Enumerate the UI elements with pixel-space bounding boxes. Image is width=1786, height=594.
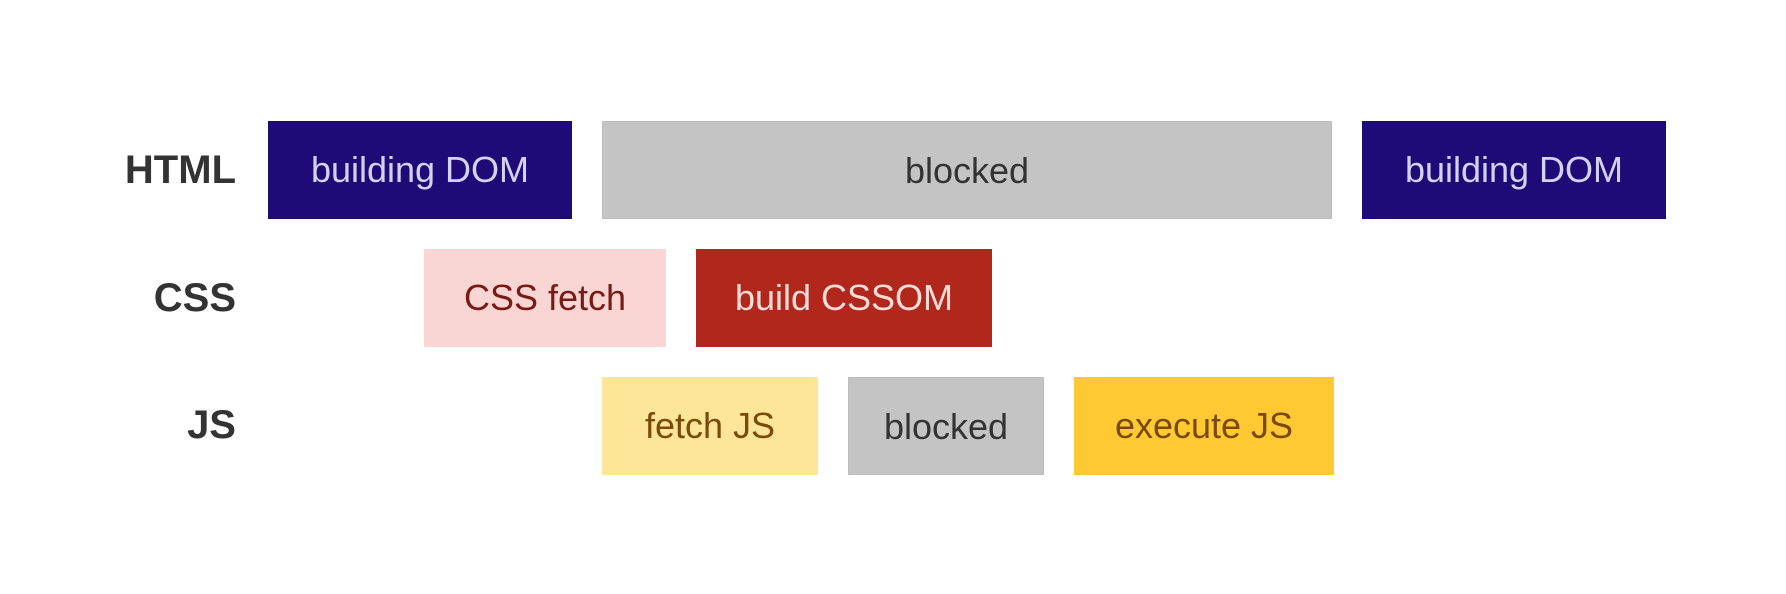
- js-blocked-bar: blocked: [848, 377, 1044, 475]
- js-execute-bar: execute JS: [1074, 377, 1334, 475]
- css-build-cssom-bar: build CSSOM: [696, 249, 992, 347]
- html-blocked-bar: blocked: [602, 121, 1332, 219]
- row-label-js: JS: [187, 403, 236, 447]
- row-label-html: HTML: [124, 148, 236, 192]
- js-fetch-bar: fetch JS: [602, 377, 818, 475]
- html-building-dom-bar-2: building DOM: [1362, 121, 1666, 219]
- css-fetch-bar: CSS fetch: [424, 249, 666, 347]
- html-building-dom-bar: building DOM: [268, 121, 572, 219]
- row-label-css: CSS: [153, 276, 236, 320]
